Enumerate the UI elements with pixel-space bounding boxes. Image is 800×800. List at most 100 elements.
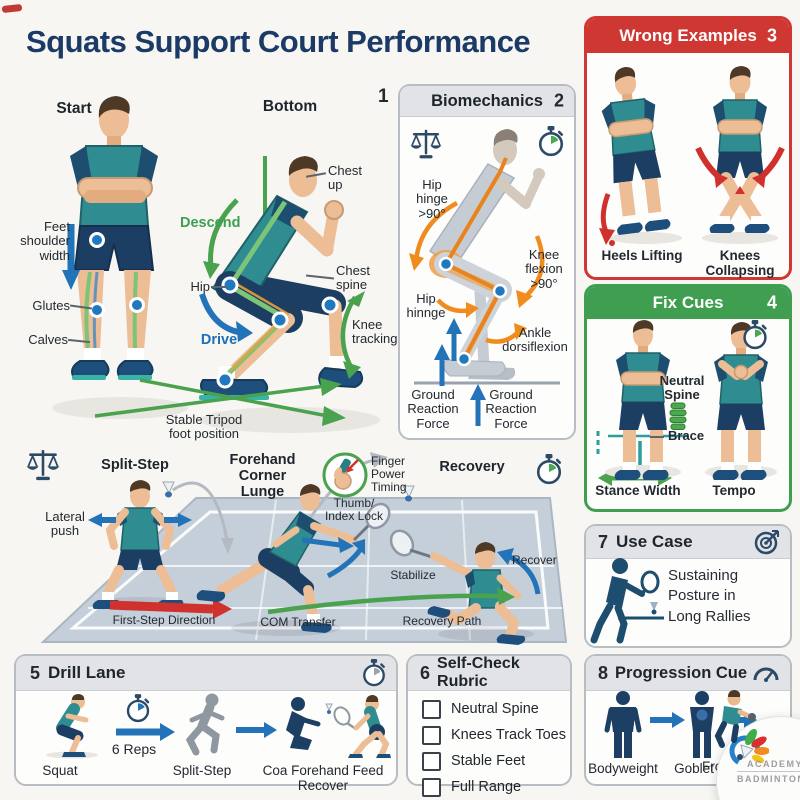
checkbox-stable-feet[interactable] xyxy=(422,751,441,771)
grf-right-label: Ground Reaction Force xyxy=(485,387,537,431)
forehand-lunge-title: Forehand Corner Lunge xyxy=(229,452,296,500)
self-check-number: 6 xyxy=(420,662,431,683)
recover-label: Recover xyxy=(512,553,557,567)
self-check-list: Neutral Spine Knees Track Toes Stable Fe… xyxy=(408,691,570,797)
use-case-title: Use Case xyxy=(616,532,693,551)
com-transfer-label: COM Transfer xyxy=(260,615,336,629)
watermark-line1: ACADEMY xyxy=(747,759,800,769)
hip-leader-line xyxy=(211,286,227,288)
watermark-logo-icon xyxy=(729,729,769,767)
progression-header: 8 Progression Cue xyxy=(586,656,790,691)
target-icon xyxy=(754,530,779,555)
feet-width-arrow xyxy=(62,224,80,290)
finger-power-label: Finger Power Timing xyxy=(371,454,407,495)
progression-bodyweight-label: Bodyweight xyxy=(588,761,658,776)
brace-label: Brace xyxy=(668,428,705,443)
knee-flexion-label: Knee flexion >90° xyxy=(525,247,563,291)
drill-step-splitstep-label: Split-Step xyxy=(172,763,232,778)
wrong-examples-number: 3 xyxy=(766,25,777,46)
drive-arrow xyxy=(199,293,253,342)
drill-lane-number: 5 xyxy=(30,662,41,683)
self-check-header: 6 Self-Check Rubric xyxy=(408,655,570,691)
split-step-title: Split-Step xyxy=(101,457,169,473)
self-check-panel: 6 Self-Check Rubric Neutral Spine Knees … xyxy=(406,654,572,797)
fix-cues-header: Fix Cues 4 xyxy=(587,287,789,319)
progression-number: 8 xyxy=(598,662,609,683)
rubric-item: Full Range xyxy=(422,777,570,797)
drill-stopwatch-icon xyxy=(362,659,386,687)
feet-width-label: Feet shoulder width xyxy=(20,219,70,263)
rubric-item: Stable Feet xyxy=(422,751,570,771)
first-step-label: First-Step Direction xyxy=(112,613,216,627)
use-case-header: 7 Use Case xyxy=(586,526,790,559)
use-case-player-pictogram xyxy=(590,558,664,644)
stance-width-label: Stance Width xyxy=(595,483,681,498)
recovery-title: Recovery xyxy=(439,459,505,475)
tempo-figure xyxy=(705,322,777,480)
heels-lifting-label: Heels Lifting xyxy=(601,248,683,263)
lateral-push-label: Lateral push xyxy=(45,509,85,539)
drill-lane-illustration xyxy=(46,693,391,759)
knee-tracking-label: Knee tracking xyxy=(352,317,398,347)
rubric-label: Full Range xyxy=(451,779,522,795)
wrong-examples-title: Wrong Examples xyxy=(619,26,757,45)
self-check-title: Self-Check Rubric xyxy=(437,655,520,690)
watermark-badge: ACADEMY BADMINTON xyxy=(716,716,800,800)
stance-width-figure xyxy=(605,320,681,480)
page-title: Squats Support Court Performance xyxy=(26,24,531,59)
descend-arrow xyxy=(203,198,239,279)
fix-cues-number: 4 xyxy=(766,292,777,313)
drill-step-feed-label: Coa Forehand Feed Recover xyxy=(262,763,384,793)
hip-hinge-low-label: Hip hinnge xyxy=(406,291,446,321)
biomechanics-header: Biomechanics 2 xyxy=(400,86,574,117)
recovery-path-label: Recovery Path xyxy=(402,614,482,628)
rubric-label: Neutral Spine xyxy=(451,701,539,717)
progression-front-figure xyxy=(714,690,756,748)
calves-label: Calves xyxy=(28,332,68,347)
knee-tracking-arrow xyxy=(340,291,365,379)
rubric-label: Knees Track Toes xyxy=(451,727,566,743)
checkbox-knees-track-toes[interactable] xyxy=(422,725,441,745)
tripod-lines xyxy=(94,378,346,426)
heels-lifting-figure xyxy=(599,67,682,246)
rubric-item: Neutral Spine xyxy=(422,699,570,719)
descend-label: Descend xyxy=(180,215,241,231)
biomechanics-illustration xyxy=(409,126,564,426)
chest-spine-label: Chest spine xyxy=(336,263,370,293)
chest-up-label: Chest up xyxy=(328,163,362,193)
grf-left-label: Ground Reaction Force xyxy=(407,387,459,431)
neutral-spine-icon xyxy=(669,402,687,430)
checkbox-neutral-spine[interactable] xyxy=(422,699,441,719)
tempo-stopwatch-icon xyxy=(742,320,768,350)
bottom-phase-label: Bottom xyxy=(262,98,318,115)
checkbox-full-range[interactable] xyxy=(422,777,441,797)
biomechanics-title: Biomechanics xyxy=(431,91,543,110)
hip-hinge-top-label: Hip hinge >90° xyxy=(416,177,448,221)
watermark-line2: BADMINTON xyxy=(737,771,800,784)
ankle-dorsiflexion-label: Ankle dorsiflexion xyxy=(502,325,568,355)
drill-reps-label: 6 Reps xyxy=(111,741,157,757)
rubric-item: Knees Track Toes xyxy=(422,725,570,745)
drill-step-squat-label: Squat xyxy=(42,763,78,778)
use-case-number: 7 xyxy=(598,531,609,552)
glutes-label: Glutes xyxy=(32,298,70,313)
tempo-label: Tempo xyxy=(712,483,756,498)
stabilize-label: Stabilize xyxy=(390,568,436,582)
start-phase-label: Start xyxy=(56,100,92,117)
progression-goblet-label: Goblet xyxy=(674,761,714,776)
tripod-label: Stable Tripod foot position xyxy=(165,412,243,442)
drive-label: Drive xyxy=(200,332,238,348)
biomechanics-number: 2 xyxy=(553,90,564,111)
use-case-panel: 7 Use Case xyxy=(584,524,792,648)
use-case-text: Sustaining Posture in Long Rallies xyxy=(668,567,751,625)
drill-lane-title: Drill Lane xyxy=(48,663,126,682)
wrong-examples-header: Wrong Examples 3 xyxy=(587,19,789,53)
drill-lane-header: 5 Drill Lane xyxy=(16,656,396,691)
neutral-spine-label: Neutral Spine xyxy=(659,373,705,403)
start-figure-illustration xyxy=(52,96,188,419)
court-illustration xyxy=(25,449,568,645)
section-number-1: 1 xyxy=(378,86,389,107)
knees-collapsing-label: Knees Collapsing xyxy=(705,248,775,278)
thumb-lock-label: Thumb/ Index Lock xyxy=(324,496,384,524)
